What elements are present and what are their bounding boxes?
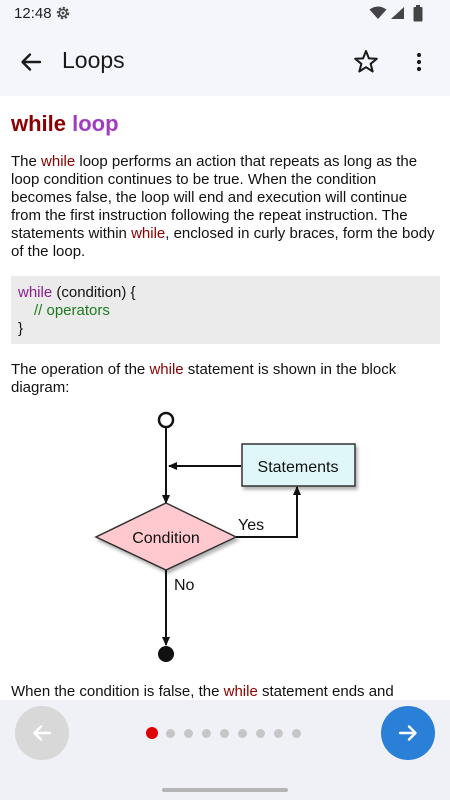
page-dot[interactable] <box>238 728 247 738</box>
intro-text-2: loop performs an action that repeats as … <box>11 153 418 242</box>
cell-signal-icon <box>391 7 404 19</box>
heading-keyword: while <box>11 111 67 136</box>
end-text-1: When the condition is false, the <box>11 683 224 700</box>
previous-page-button[interactable] <box>15 706 69 760</box>
heading-rest: loop <box>66 111 119 136</box>
page-dot[interactable] <box>202 728 211 738</box>
code-comment: // operators <box>34 302 110 319</box>
inline-keyword: while <box>149 361 184 378</box>
page-dot[interactable] <box>166 728 175 738</box>
more-vertical-icon[interactable] <box>408 50 430 74</box>
end-paragraph: When the condition is false, the while s… <box>11 683 439 700</box>
battery-icon <box>413 5 423 22</box>
page-dot[interactable] <box>292 728 301 738</box>
diagram-intro-text-1: The operation of the <box>11 361 150 378</box>
page-dot-active[interactable] <box>146 727 158 739</box>
intro-paragraph: The while loop performs an action that r… <box>11 153 439 261</box>
start-node <box>157 411 175 429</box>
settings-gear-icon <box>56 6 70 20</box>
code-line: } <box>18 320 24 337</box>
code-line: while (condition) { <box>18 284 433 302</box>
page-dot[interactable] <box>274 728 283 738</box>
yes-label: Yes <box>238 517 264 534</box>
arrow-right-icon <box>398 725 417 741</box>
end-text-2: statement ends and <box>257 683 394 700</box>
star-outline-icon[interactable] <box>352 48 380 76</box>
status-time: 12:48 <box>14 5 52 22</box>
inline-keyword: while <box>131 225 166 242</box>
page-dot[interactable] <box>220 728 229 738</box>
bottom-pager-bar <box>0 700 450 800</box>
wifi-icon <box>369 6 387 19</box>
page-dot[interactable] <box>256 728 265 738</box>
page-indicator <box>146 727 310 739</box>
end-node <box>158 646 174 662</box>
inline-keyword: while <box>223 683 258 700</box>
code-text: (condition) { <box>52 284 136 301</box>
diagram-intro-text-2: statement is shown in the block diagram: <box>11 361 397 396</box>
app-bar: Loops <box>0 28 450 96</box>
page-dot[interactable] <box>184 728 193 738</box>
article-content[interactable]: while loop The while loop performs an ac… <box>0 96 450 700</box>
statements-label: Statements <box>258 459 339 476</box>
no-label: No <box>174 577 195 594</box>
status-bar: 12:48 <box>0 0 450 28</box>
while-flowchart-diagram: Statements Condition Yes No <box>94 411 356 662</box>
page-title: Loops <box>62 47 125 73</box>
next-page-button[interactable] <box>381 706 435 760</box>
code-keyword: while <box>18 284 53 301</box>
flow-line-yes <box>236 486 301 538</box>
arrow-left-icon <box>33 725 52 741</box>
back-arrow-icon[interactable] <box>18 49 44 75</box>
intro-text-3: , enclosed in curly braces, form the bod… <box>11 225 435 260</box>
section-heading: while loop <box>11 111 119 137</box>
inline-keyword: while <box>41 153 76 170</box>
condition-label: Condition <box>132 530 200 547</box>
home-indicator[interactable] <box>162 788 288 792</box>
diagram-intro-paragraph: The operation of the while statement is … <box>11 361 439 397</box>
intro-text-1: The <box>11 153 42 170</box>
code-block: while (condition) { // operators } <box>11 276 440 344</box>
